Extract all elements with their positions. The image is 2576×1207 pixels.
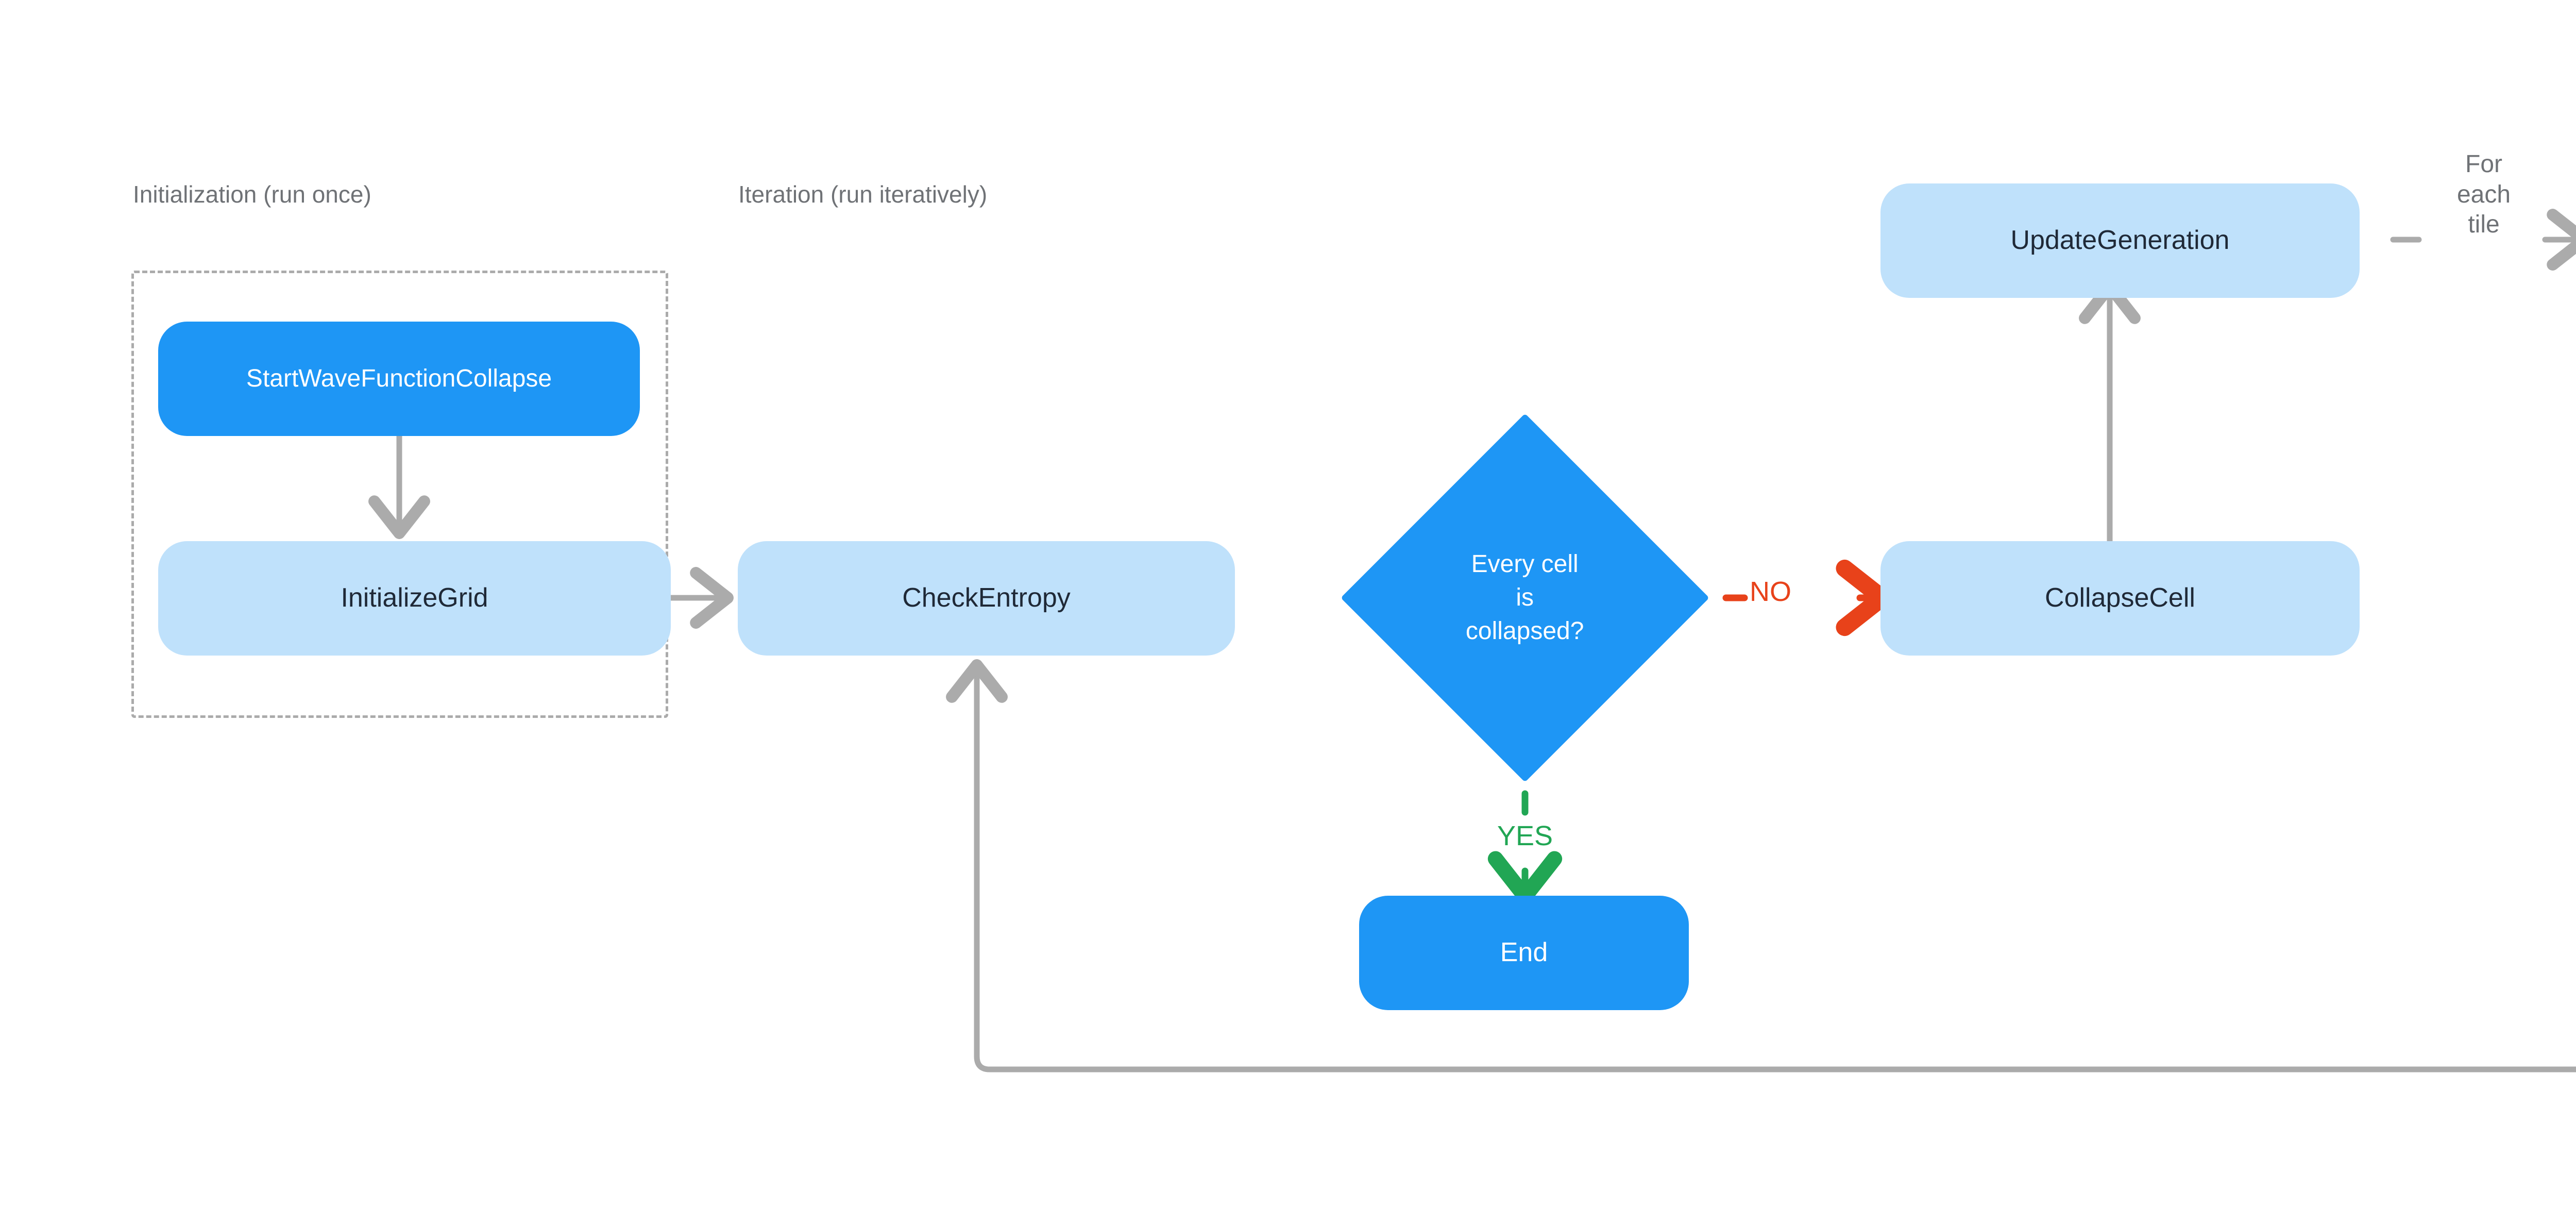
node-start-label: StartWaveFunctionCollapse: [246, 365, 552, 393]
node-check-entropy[interactable]: CheckEntropy: [738, 541, 1235, 656]
initialization-group-box: [131, 271, 668, 718]
node-end[interactable]: End: [1359, 896, 1689, 1010]
node-initialize-grid[interactable]: InitializeGrid: [158, 541, 671, 656]
node-collapse-cell[interactable]: CollapseCell: [1880, 541, 2360, 656]
node-start-wave-function-collapse[interactable]: StartWaveFunctionCollapse: [158, 322, 640, 436]
node-collapse-cell-label: CollapseCell: [2045, 583, 2195, 613]
node-update-generation-label: UpdateGeneration: [2010, 225, 2230, 256]
edge-feedback-loop-to-checkentropy: [946, 659, 2576, 1072]
edge-label-yes: YES: [1497, 820, 1553, 851]
edge-label-for-each-tile: For each tile: [2456, 150, 2511, 239]
group-label-initialization: Initialization (run once): [133, 181, 371, 208]
group-label-iteration: Iteration (run iteratively): [738, 181, 988, 208]
node-check-entropy-label: CheckEntropy: [902, 583, 1071, 613]
edge-label-no: NO: [1750, 576, 1791, 607]
node-end-label: End: [1500, 937, 1548, 968]
node-update-generation[interactable]: UpdateGeneration: [1880, 183, 2360, 298]
node-decision-label: Every cell is collapsed?: [1466, 550, 1584, 645]
node-initialize-grid-label: InitializeGrid: [341, 583, 488, 613]
